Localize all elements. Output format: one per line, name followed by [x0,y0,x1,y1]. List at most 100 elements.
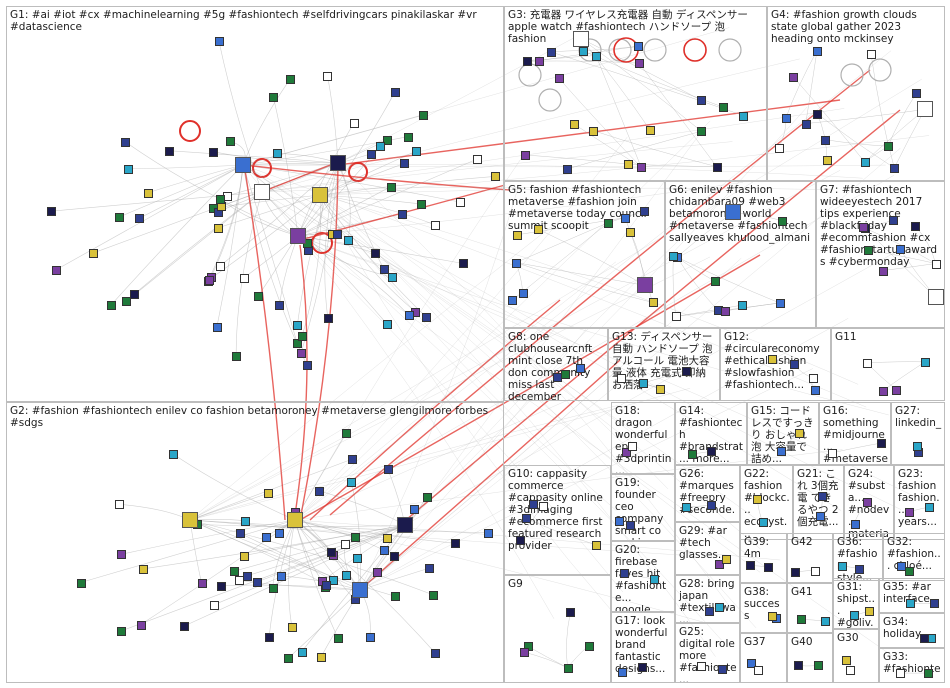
network-node[interactable] [343,236,353,246]
network-node[interactable] [239,551,249,561]
network-node[interactable] [169,450,179,460]
network-node[interactable] [697,662,707,672]
network-node[interactable] [121,137,131,147]
network-node[interactable] [520,150,530,160]
network-node[interactable] [774,144,784,154]
network-node[interactable] [456,198,466,208]
network-node[interactable] [791,568,800,578]
network-node[interactable] [342,570,352,580]
network-node[interactable] [88,249,98,259]
network-node[interactable] [297,348,307,358]
network-node[interactable] [697,127,707,137]
network-node[interactable] [822,155,832,165]
network-node[interactable] [810,566,820,576]
network-node[interactable] [547,48,557,57]
network-node[interactable] [390,551,400,561]
network-node[interactable] [821,135,830,145]
network-node[interactable] [650,574,660,584]
network-node[interactable] [616,374,626,384]
network-node[interactable] [897,562,907,572]
network-node[interactable] [619,568,629,578]
network-node[interactable] [863,245,873,255]
network-node[interactable] [591,540,601,550]
network-node[interactable] [566,608,576,618]
network-node[interactable] [352,582,368,598]
network-node[interactable] [889,216,899,226]
network-node[interactable] [930,599,940,608]
network-node[interactable] [788,72,798,82]
network-node[interactable] [862,358,872,368]
network-node[interactable] [329,576,339,586]
network-node[interactable] [584,641,594,651]
network-node[interactable] [272,149,282,159]
network-node[interactable] [332,229,342,239]
network-node[interactable] [519,648,529,658]
network-node[interactable] [240,273,250,283]
network-node[interactable] [347,477,357,487]
network-node[interactable] [681,366,691,376]
network-node[interactable] [916,101,933,118]
network-node[interactable] [210,600,220,610]
network-node[interactable] [422,492,432,502]
network-node[interactable] [254,291,264,301]
network-node[interactable] [905,566,915,576]
network-node[interactable] [372,567,382,577]
network-node[interactable] [921,357,931,367]
network-node[interactable] [827,448,837,458]
network-node[interactable] [682,502,692,512]
network-node[interactable] [811,385,821,395]
network-node[interactable] [554,74,564,84]
network-node[interactable] [197,579,207,589]
network-node[interactable] [636,277,653,294]
network-node[interactable] [635,59,645,69]
network-node[interactable] [235,157,251,173]
network-node[interactable] [382,534,392,544]
network-node[interactable] [639,378,649,388]
network-node[interactable] [232,351,242,361]
network-node[interactable] [290,228,306,244]
network-node[interactable] [213,223,223,233]
network-node[interactable] [388,273,398,283]
network-node[interactable] [235,576,245,586]
network-node[interactable] [767,611,777,621]
network-node[interactable] [712,162,722,172]
network-node[interactable] [383,465,393,475]
network-node[interactable] [669,251,679,261]
network-node[interactable] [136,620,146,630]
network-node[interactable] [764,562,774,572]
network-node[interactable] [919,634,929,643]
network-node[interactable] [114,213,124,223]
network-node[interactable] [578,46,588,56]
network-node[interactable] [927,289,944,306]
network-node[interactable] [814,661,824,671]
network-node[interactable] [139,564,149,574]
network-node[interactable] [867,50,877,60]
network-node[interactable] [76,578,86,588]
network-node[interactable] [516,536,526,546]
network-node[interactable] [404,132,414,142]
network-node[interactable] [913,441,923,451]
network-node[interactable] [896,669,906,678]
network-node[interactable] [333,633,343,643]
network-node[interactable] [330,155,346,171]
network-node[interactable] [717,664,727,674]
network-node[interactable] [640,207,650,217]
network-node[interactable] [634,42,644,52]
network-node[interactable] [591,51,601,61]
network-node[interactable] [704,607,714,617]
network-node[interactable] [511,258,521,268]
network-node[interactable] [287,512,303,528]
network-node[interactable] [628,442,638,452]
network-node[interactable] [286,75,295,85]
network-node[interactable] [638,662,648,672]
network-node[interactable] [277,571,287,581]
network-node[interactable] [850,519,860,529]
network-node[interactable] [269,92,279,102]
network-node[interactable] [352,554,362,564]
network-node[interactable] [563,164,573,174]
network-node[interactable] [135,214,145,224]
network-node[interactable] [589,126,599,136]
network-node[interactable] [621,448,631,458]
network-node[interactable] [297,332,307,342]
network-node[interactable] [412,146,422,156]
